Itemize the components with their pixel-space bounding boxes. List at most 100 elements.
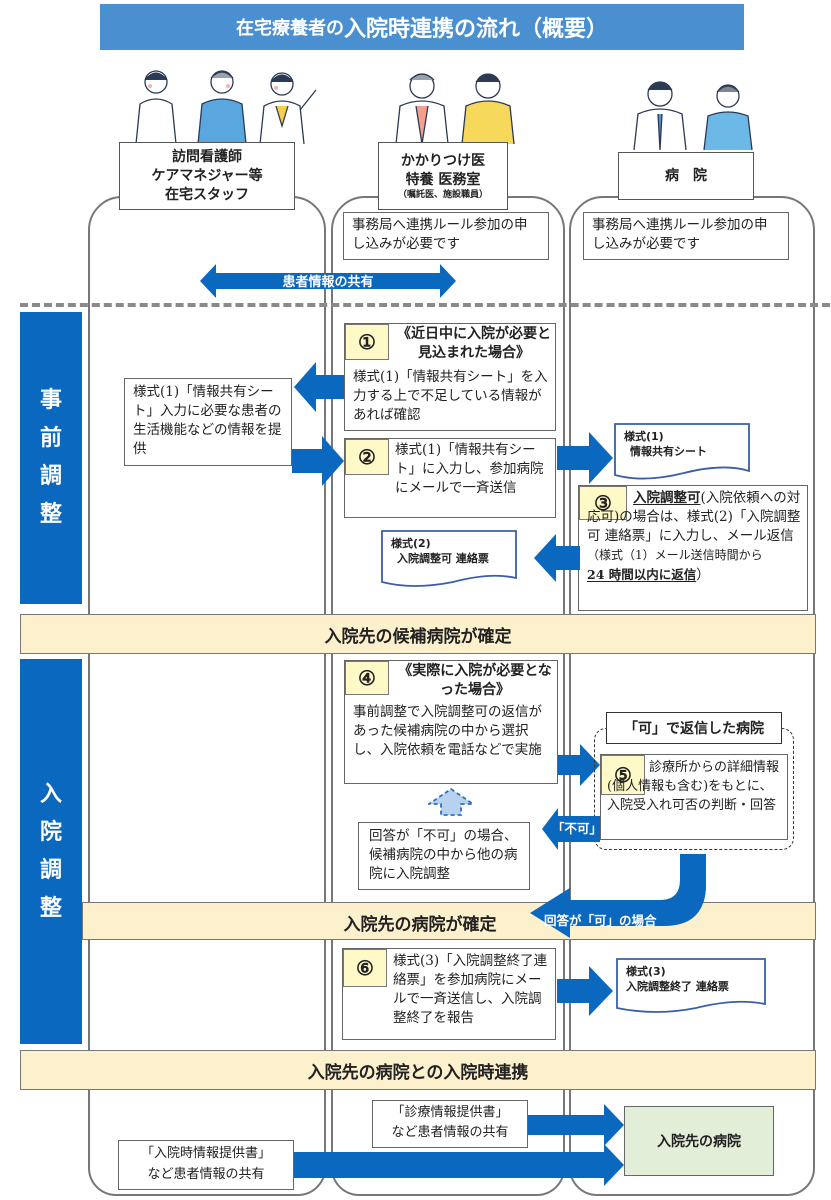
clinic-info-line: など患者情報の共有 (391, 1125, 509, 1140)
reject-arrow (542, 808, 600, 850)
form-3-document: 様式(3) 入院調整終了 連絡票 (616, 958, 766, 1000)
step-3-note: （様式（1）メール送信時間から (587, 548, 763, 562)
step-6-number: ⑥ (343, 949, 387, 987)
step-3-number: ③ (579, 486, 627, 520)
form-3-name: 入院調整終了 連絡票 (626, 980, 729, 993)
step-4-heading: 《実際に入院が必要となった場合》 (398, 663, 552, 698)
step-3-body: 入院調整可(入院依頼への対応可)の場合は、様式(2)「入院調整可 連絡票」に入力… (587, 489, 803, 585)
phase-divider (20, 303, 830, 307)
step-5-box: ⑤ 診療所からの詳細情報(個人情報も含む)をもとに、入院受入れ可否の判断・回答 (600, 754, 788, 840)
step-4-box: ④ 《実際に入院が必要となった場合》 事前調整で入院調整可の返信があった候補病院… (344, 660, 558, 784)
lane-header-line: 在宅スタッフ (165, 186, 249, 203)
step-1-body: 様式(1)「情報共有シート」を入力する上で不足している情報があれば確認 (353, 369, 548, 423)
step-5-body: 診療所からの詳細情報(個人情報も含む)をもとに、入院受入れ可否の判断・回答 (607, 758, 785, 815)
hospital-staff-illustration (628, 74, 758, 150)
lane-header-home-staff: 訪問看護師 ケアマネジャー等 在宅スタッフ (119, 142, 295, 210)
step-3-emphasis: 入院調整可 (633, 490, 701, 506)
phase-char: 調 (39, 464, 62, 489)
clinic-info-share-box: 「診療情報提供書」 など患者情報の共有 (372, 1100, 528, 1148)
phase-char: 整 (39, 895, 62, 921)
home-staff-people-icon (135, 70, 317, 144)
arrow-home-to-hospital (294, 1144, 624, 1186)
home-info-line: など患者情報の共有 (147, 1167, 265, 1182)
phase-char: 前 (39, 426, 62, 451)
title-main: 入院時連携の流れ（概要） (343, 17, 608, 42)
step-2-box: ② 様式(1)「情報共有シート」に入力し、参加病院にメールで一斉送信 (344, 438, 556, 518)
arrow-home-to-step2 (292, 436, 344, 486)
dashed-up-arrow-icon (428, 788, 474, 816)
arrow-confirm-to-home (294, 362, 344, 412)
band-hospital-confirmed-label: 入院先の病院が確定 (343, 915, 497, 935)
step-3-box: ③ 入院調整可(入院依頼への対応可)の場合は、様式(2)「入院調整可 連絡票」に… (578, 485, 808, 611)
form-2-document: 様式(2) 入院調整可 連絡票 (381, 530, 517, 572)
form-1-title: 様式(1) (624, 430, 664, 443)
phase-char: 調 (39, 857, 62, 883)
lane-header-line: 訪問看護師 (172, 148, 242, 165)
step-3-deadline: 24 時間以内に返信 (587, 567, 697, 582)
accept-curved-arrow-overlay (530, 854, 706, 938)
lane-header-sub: （嘱託医、施設職員） (397, 189, 488, 200)
band-admission-coordination: 入院先の病院との入院時連携 (20, 1050, 816, 1090)
form-2-name: 入院調整可 連絡票 (397, 552, 489, 565)
step-1-number: ① (345, 324, 389, 360)
lane-header-hospital: 病 院 (618, 152, 754, 200)
step-3-tail: ） (696, 567, 710, 583)
arrow-step2-to-form1 (557, 432, 613, 484)
form-1-document-icon (614, 423, 750, 480)
home-staff-illustration (124, 60, 324, 144)
destination-hospital-box: 入院先の病院 (624, 1106, 774, 1176)
clinic-info-line: 「診療情報提供書」 (391, 1105, 509, 1120)
form-1-name: 情報共有シート (630, 445, 707, 458)
home-staff-info-provide-box: 様式(1)「情報共有シート」入力に必要な患者の生活機能などの情報を提供 (124, 378, 292, 466)
phase-char: 入 (39, 781, 62, 807)
step-2-number: ② (345, 439, 389, 475)
doctor-clinic-people-icon (395, 73, 515, 144)
step-2-body: 様式(1)「情報共有シート」に入力し、参加病院にメールで一斉送信 (345, 441, 551, 498)
home-info-share-box: 「入院時情報提供書」 など患者情報の共有 (118, 1140, 294, 1190)
accept-label-overlay: 回答が「可」の場合 (544, 913, 657, 928)
step-1-box: ① 《近日中に入院が必要と見込まれた場合》 様式(1)「情報共有シート」を入力す… (344, 323, 556, 431)
registration-note-clinic: 事務局へ連携ルール参加の申し込みが必要です (343, 212, 549, 260)
hospital-staff-people-icon (633, 81, 753, 150)
form-2-title: 様式(2) (391, 537, 431, 550)
page-title: 在宅療養者の入院時連携の流れ（概要） (100, 4, 744, 50)
form-1-document: 様式(1) 情報共有シート (614, 423, 750, 465)
title-prefix: 在宅療養者の (235, 18, 344, 39)
accepted-hospitals-label: 「可」で返信した病院 (606, 712, 782, 744)
arrow-step3-to-form2 (534, 534, 580, 582)
lane-header-line: 病 院 (665, 167, 707, 184)
form-2-document-icon (381, 530, 517, 587)
step-2-text: 様式(1)「情報共有シート」に入力し、参加病院にメールで一斉送信 (395, 442, 544, 496)
arrow-step6-to-form3 (557, 966, 613, 1016)
registration-note-hospital: 事務局へ連携ルール参加の申し込みが必要です (583, 212, 789, 260)
form-3-title: 様式(3) (626, 965, 666, 978)
patient-info-share-label: 患者情報の共有 (282, 275, 374, 290)
lane-home-staff (88, 196, 326, 1196)
step-5-text: 診療所からの詳細情報(個人情報も含む)をもとに、入院受入れ可否の判断・回答 (607, 760, 780, 813)
arrow-step4-to-step5 (558, 744, 600, 786)
form-3-document-icon (616, 958, 766, 1013)
phase-char: 整 (39, 502, 62, 527)
step-4-body: 事前調整で入院調整可の返信があった候補病院の中から選択し、入院依頼を電話などで実… (353, 704, 542, 758)
step-4-number: ④ (345, 661, 389, 695)
step-6-body: 様式(3)「入院調整終了連絡票」を参加病院にメールで一斉送信し、入院調整終了を報… (393, 953, 548, 1026)
step-6-box: ⑥ 様式(3)「入院調整終了連絡票」を参加病院にメールで一斉送信し、入院調整終了… (342, 948, 556, 1040)
phase-char: 事 (39, 388, 62, 413)
step-5-number: ⑤ (601, 755, 645, 795)
lane-header-line: かかりつけ医 (400, 152, 486, 169)
lane-header-line: 特養 医務室 (405, 171, 481, 188)
step-1-heading: 《近日中に入院が必要と見込まれた場合》 (397, 326, 551, 361)
phase-char: 院 (39, 819, 62, 845)
phase-label-pre-adjustment: 事 前 調 整 (20, 312, 82, 604)
reject-label: 「不可」 (552, 821, 603, 836)
patient-info-share-arrow (200, 264, 456, 298)
lane-header-clinic: かかりつけ医 特養 医務室 （嘱託医、施設職員） (378, 142, 508, 210)
lane-header-line: ケアマネジャー等 (151, 167, 263, 184)
arrow-clinic-to-hospital (528, 1104, 624, 1146)
reject-handling-box: 回答が「不可」の場合、候補病院の中から他の病院に入院調整 (358, 822, 530, 890)
doctor-clinic-illustration (392, 64, 528, 144)
band-candidate-hospital-confirmed: 入院先の候補病院が確定 (20, 614, 816, 654)
home-info-line: 「入院時情報提供書」 (140, 1146, 271, 1161)
lane-hospital (569, 196, 815, 1196)
phase-label-admission-adjustment: 入 院 調 整 (20, 659, 82, 1044)
